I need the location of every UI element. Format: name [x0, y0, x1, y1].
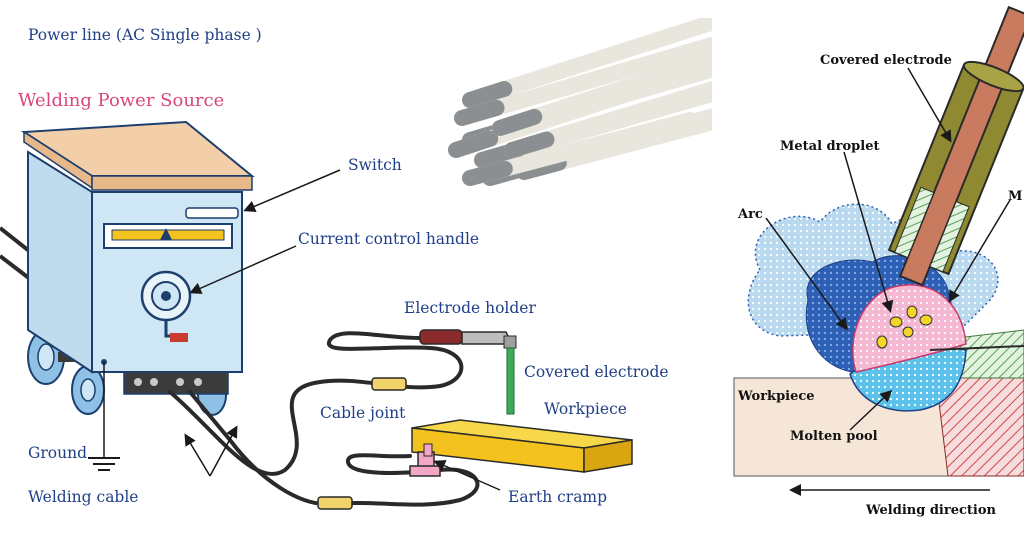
- arc-label: Arc: [737, 207, 763, 222]
- switch-label: Switch: [348, 156, 402, 174]
- workpiece-detail-label: Workpiece: [737, 389, 815, 404]
- cable-joint-lower: [317, 496, 353, 510]
- right-leaders: [765, 67, 1011, 496]
- left-leaders: [184, 169, 501, 491]
- arc-welding-detail: [733, 5, 1024, 477]
- m-label-cut: M: [1008, 189, 1022, 204]
- ground-label: Ground: [28, 444, 87, 462]
- electrode-rod-tip: [462, 160, 513, 186]
- electrode-rod: [454, 36, 712, 126]
- electrode-holder-label: Electrode holder: [404, 299, 536, 317]
- cable-joint-label: Cable joint: [320, 404, 406, 422]
- power-source-title: Welding Power Source: [18, 90, 224, 111]
- electrode-holder: [419, 329, 517, 415]
- electrode-rod-tip: [448, 130, 499, 158]
- workpiece-plate: [411, 419, 633, 473]
- electrode-photo: [444, 18, 712, 194]
- covered-electrode-detail-label: Covered electrode: [820, 53, 952, 68]
- metal-droplet-label: Metal droplet: [780, 139, 879, 154]
- switch: [185, 207, 239, 219]
- earth-cramp-label: Earth cramp: [508, 488, 607, 506]
- earth-cramp: [409, 443, 441, 477]
- covered-electrode-label: Covered electrode: [524, 363, 669, 381]
- welding-power-source: [20, 120, 255, 395]
- cable-joint-upper: [371, 377, 407, 391]
- welding-cables: [168, 331, 480, 507]
- electrode-rod-tip: [462, 81, 513, 108]
- electrode-rod-tip: [504, 131, 555, 158]
- power-line-label: Power line (AC Single phase ): [28, 26, 262, 44]
- welding-direction-label: Welding direction: [865, 503, 997, 518]
- ground-symbol: [88, 362, 120, 471]
- covered-electrode-rod: [506, 347, 515, 415]
- current-control-label: Current control handle: [298, 230, 479, 248]
- molten-pool-label: Molten pool: [790, 429, 878, 444]
- workpiece-label: Workpiece: [544, 400, 627, 418]
- electrode-rod-tip: [492, 108, 543, 136]
- electrode-rod-tip: [454, 99, 505, 126]
- welding-cable-label: Welding cable: [28, 488, 138, 506]
